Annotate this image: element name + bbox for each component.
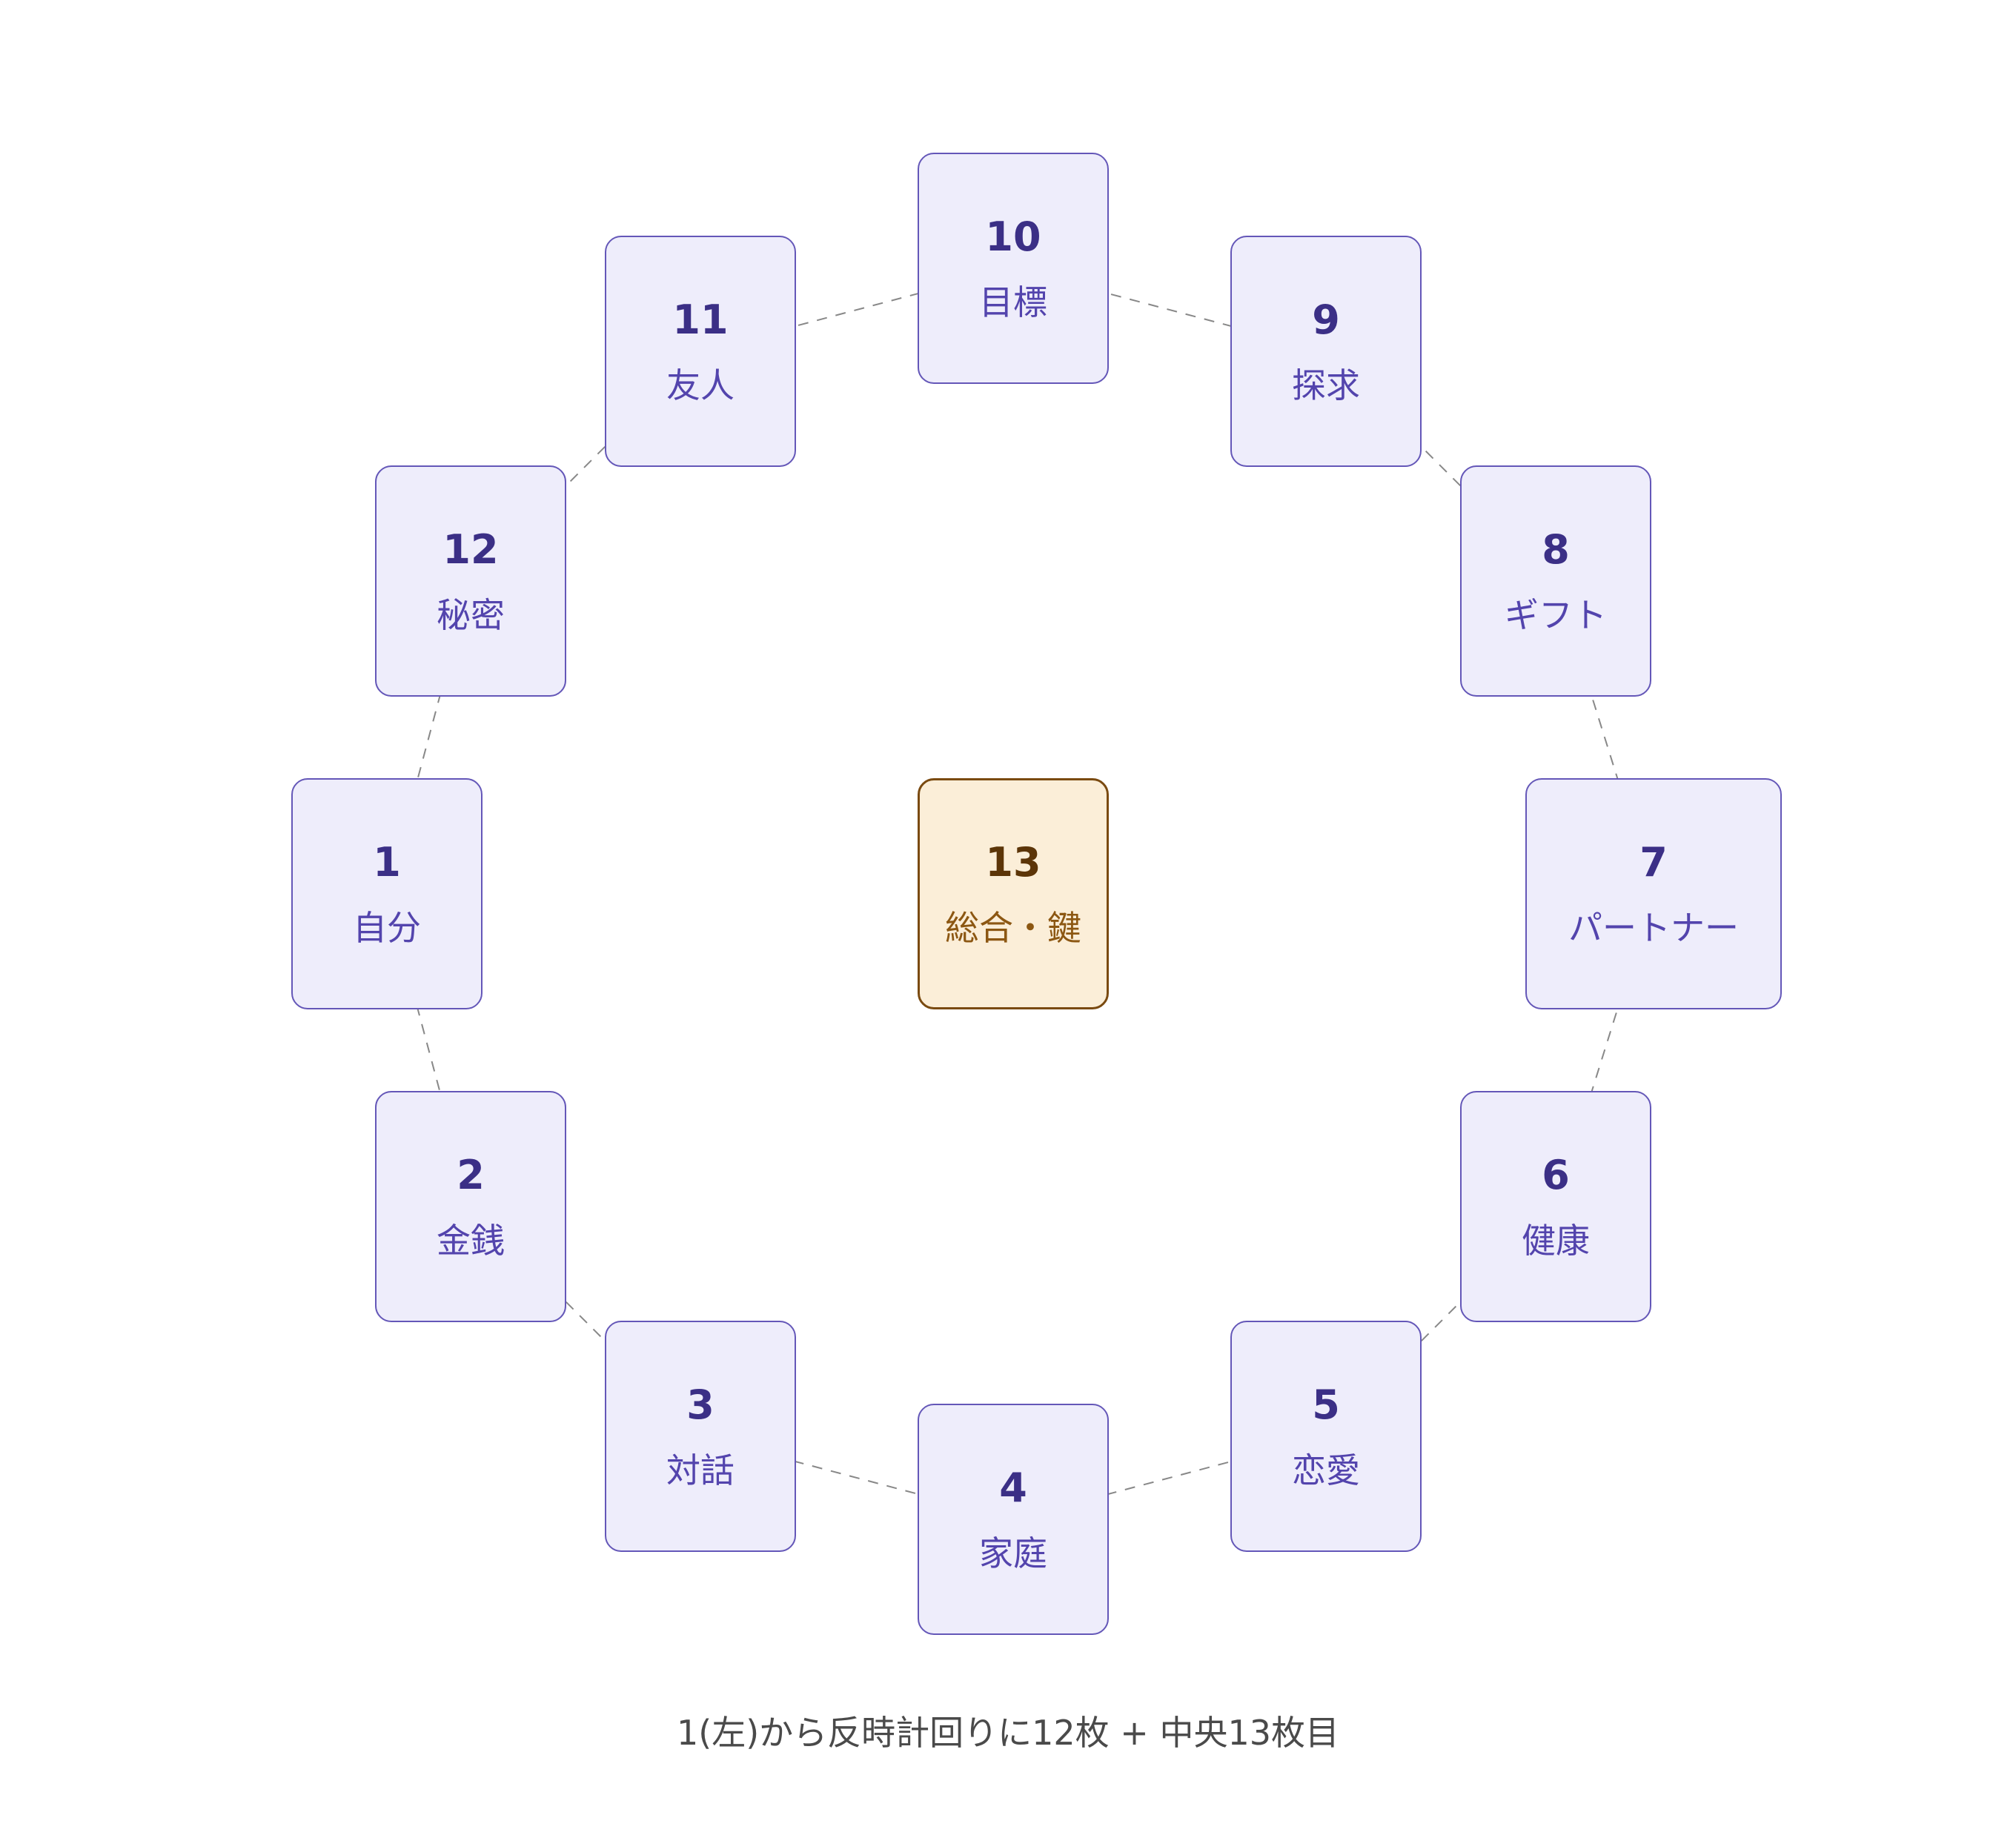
- card-1: 1 自分: [291, 778, 483, 1009]
- card-label: 秘密: [437, 595, 505, 635]
- card-label: 自分: [353, 908, 421, 948]
- card-6: 6 健康: [1460, 1091, 1651, 1322]
- card-number: 5: [1312, 1381, 1340, 1428]
- card-number: 12: [442, 526, 499, 573]
- card-8: 8 ギフト: [1460, 465, 1651, 697]
- card-number: 9: [1312, 296, 1340, 343]
- card-4: 4 家庭: [918, 1404, 1109, 1635]
- card-10: 10 目標: [918, 153, 1109, 384]
- card-label: 対話: [666, 1450, 735, 1490]
- connector-9-10: [1012, 268, 1327, 352]
- card-2: 2 金銭: [375, 1091, 566, 1322]
- card-number: 13: [985, 839, 1041, 886]
- card-13-center: 13 総合・鍵: [918, 778, 1109, 1009]
- card-11: 11 友人: [605, 236, 796, 467]
- card-number: 11: [672, 296, 729, 343]
- card-7: 7 パートナー: [1525, 778, 1782, 1009]
- card-number: 1: [373, 839, 401, 886]
- card-label: 総合・鍵: [945, 908, 1081, 948]
- connector-3-4: [700, 1436, 1014, 1520]
- card-number: 8: [1542, 526, 1570, 573]
- card-9: 9 探求: [1230, 236, 1422, 467]
- card-label: 恋愛: [1292, 1450, 1360, 1490]
- card-number: 10: [985, 213, 1041, 260]
- card-label: 友人: [666, 365, 735, 405]
- caption: 1(左)から反時計回りに12枚 + 中央13枚目: [676, 1713, 1339, 1753]
- card-label: 金銭: [437, 1221, 505, 1261]
- card-label: パートナー: [1568, 908, 1739, 948]
- card-label: ギフト: [1505, 595, 1607, 635]
- card-number: 3: [686, 1381, 714, 1428]
- card-number: 2: [457, 1152, 485, 1198]
- card-label: 目標: [979, 282, 1047, 322]
- card-label: 家庭: [979, 1533, 1047, 1573]
- card-12: 12 秘密: [375, 465, 566, 697]
- connector-4-5: [1012, 1436, 1327, 1520]
- connector-10-11: [700, 268, 1014, 352]
- card-number: 4: [999, 1464, 1027, 1511]
- card-label: 探求: [1292, 365, 1360, 405]
- card-number: 6: [1542, 1152, 1570, 1198]
- card-label: 健康: [1522, 1221, 1590, 1261]
- card-number: 7: [1639, 839, 1668, 886]
- card-5: 5 恋愛: [1230, 1321, 1422, 1552]
- card-3: 3 対話: [605, 1321, 796, 1552]
